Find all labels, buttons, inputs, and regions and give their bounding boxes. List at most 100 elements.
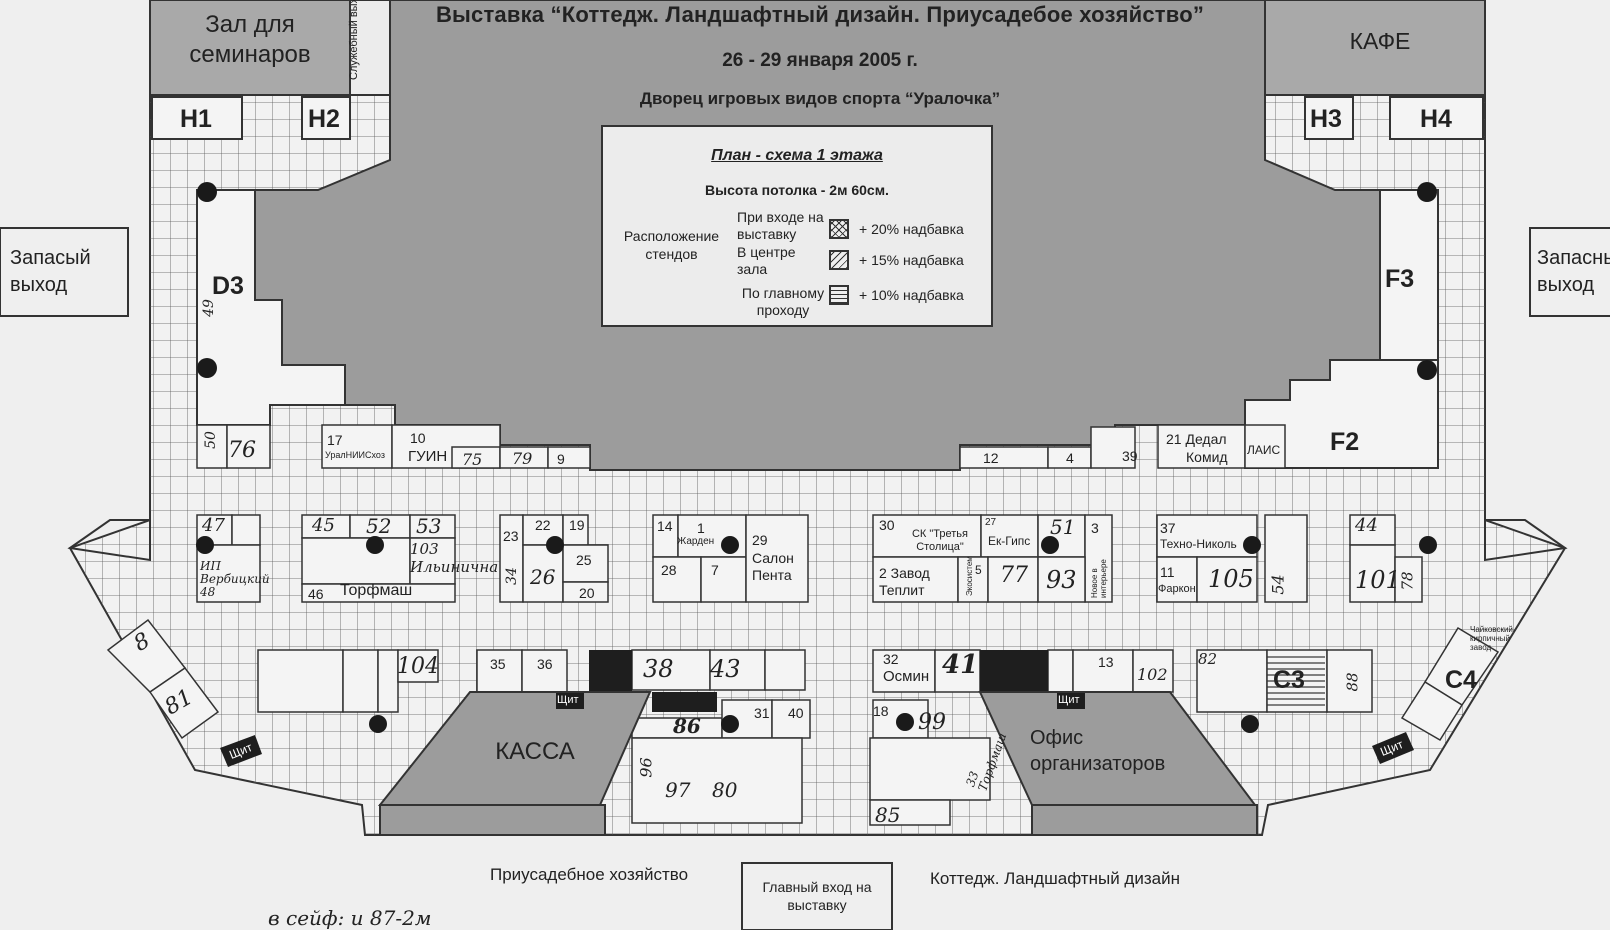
handwritten-stand: 47	[202, 515, 225, 536]
stand-number: 7	[711, 562, 719, 578]
legend-surcharge: + 10% надбавка	[859, 287, 964, 303]
occupied-stand	[589, 650, 632, 692]
crosshatch-swatch	[829, 219, 849, 239]
handwritten-stand: 49	[200, 299, 217, 317]
pillars	[196, 182, 1437, 733]
stand-number: 1	[697, 520, 705, 536]
legend-row-label: В центре зала	[737, 244, 796, 277]
service-exit[interactable]	[349, 0, 391, 96]
stand-number: 27	[985, 517, 997, 528]
stand-number: 5	[975, 563, 982, 577]
cafe	[1264, 0, 1486, 96]
handwritten-stand: 97	[665, 778, 691, 802]
zone-c4-label: C4	[1445, 666, 1477, 694]
handwritten-stand: 53	[416, 514, 442, 538]
emergency-exit-left-label: Запасый выход	[10, 247, 91, 296]
stand-name: ЛАИС	[1247, 443, 1281, 457]
zone-f3-label: F3	[1385, 265, 1415, 293]
stand-name: 2 Завод Теплит	[879, 565, 930, 598]
zone-d3-label: D3	[212, 272, 244, 300]
stand-number: 35	[490, 656, 506, 672]
handwritten-stand: 104	[397, 654, 439, 679]
stand-number: 13	[1098, 654, 1114, 670]
handwritten-stand: 88	[1343, 672, 1362, 692]
occupied-stand	[980, 650, 1048, 692]
stand-number: 3	[1091, 520, 1099, 536]
stand-number: 23	[503, 528, 519, 544]
stand-number: 12	[983, 450, 999, 466]
stand-name: Комид	[1186, 449, 1228, 465]
handwritten-stand: 96	[636, 757, 656, 778]
emergency-exit-right-label: Запасный выход	[1537, 247, 1610, 296]
stand-name: УралНИИСхоз	[325, 450, 385, 460]
stand-number: 37	[1160, 520, 1176, 536]
zone-h2-label: Н2	[308, 105, 340, 133]
stand-number: 28	[661, 562, 677, 578]
emergency-exit-right[interactable]	[1529, 227, 1610, 317]
stand-name: Техно-Николь	[1160, 537, 1237, 551]
stand-number: 31	[754, 705, 770, 721]
stand-number: 25	[576, 552, 592, 568]
legend-box: План - схема 1 этажа Высота потолка - 2м…	[601, 125, 993, 327]
seminar-hall-label: Зал для семинаров	[189, 11, 311, 68]
stand-number: 10	[410, 430, 426, 446]
electrical-panels	[220, 693, 1414, 767]
stand-number: 4	[1066, 450, 1074, 466]
zone-label: Приусадебное хозяйство	[490, 865, 689, 884]
handwritten-stand: 50	[202, 431, 219, 449]
handwritten-stand: 51	[1050, 515, 1076, 539]
handwritten-stand: 38	[643, 655, 674, 683]
main-entrance[interactable]	[741, 862, 893, 930]
handwritten-stand: 43	[710, 655, 741, 683]
zone-h1-label: Н1	[180, 105, 212, 133]
stand-number: 20	[579, 585, 595, 601]
stand-number: 32	[883, 651, 899, 667]
handwritten-stand: 103 Ильинична	[410, 540, 499, 576]
emergency-exit-left[interactable]	[0, 227, 129, 317]
handwritten-stand: 52	[366, 514, 392, 538]
zone-h2	[301, 96, 351, 140]
handwritten-note: в сейф: и 87-2м	[268, 906, 432, 930]
handwritten-stand: 34	[503, 567, 520, 585]
arena-edge-stands	[196, 424, 1286, 469]
handwritten-stand: 99	[918, 710, 946, 735]
zone-f2	[1244, 359, 1439, 469]
handwritten-stand: 75	[462, 450, 483, 469]
occupied-stand	[652, 692, 717, 712]
stand-number: 17	[327, 432, 343, 448]
stand-number: 22	[535, 517, 551, 533]
cashier-label: КАССА	[495, 738, 575, 765]
stand-number: 29	[752, 532, 768, 548]
zone-h4-label: Н4	[1420, 105, 1452, 133]
stand-name: СК "Третья Столица"	[911, 528, 968, 553]
handwritten-stand: 85	[875, 803, 901, 827]
stand-number: 30	[879, 517, 895, 533]
handwritten-stand: ИП Вербицкий 48	[200, 559, 270, 599]
stands-label: Расположение стендов	[623, 228, 720, 262]
zone-h1	[151, 96, 243, 140]
handwritten-stand: 93	[1046, 566, 1077, 594]
stand-number: 21 Дедал	[1166, 431, 1227, 447]
stand-number: 14	[657, 518, 673, 534]
zone-h3-label: Н3	[1310, 105, 1342, 133]
zone-h4	[1389, 96, 1484, 140]
exhibition-title: Выставка “Коттедж. Ландшафтный дизайн. П…	[435, 2, 1205, 27]
zone-f2-label: F2	[1330, 428, 1360, 456]
handwritten-stand: 44	[1355, 515, 1378, 536]
angled-side-stands	[106, 618, 1500, 742]
stand-name: Чайковский кирпичный завод	[1470, 625, 1513, 652]
handwritten-stand: 101	[1355, 566, 1401, 594]
handwritten-stand: 78	[1398, 571, 1417, 591]
stand-name: Фаркон	[1158, 583, 1196, 595]
handwritten-stand: 77	[1000, 563, 1028, 588]
main-entrance-label: Главный вход на выставку	[762, 879, 872, 913]
zone-c3-hatch	[1267, 655, 1325, 710]
stand-number: 36	[537, 656, 553, 672]
stand-number: 11	[1160, 564, 1175, 580]
service-exit-label: Служебный выход	[348, 0, 360, 80]
handwritten-stand: 54	[1268, 574, 1288, 595]
handwritten-stand: 80	[712, 778, 738, 802]
stand-name: Торфмаш	[340, 582, 413, 599]
stand-name: Ек-Гипс	[988, 534, 1031, 548]
legend-surcharge: + 15% надбавка	[859, 252, 964, 268]
